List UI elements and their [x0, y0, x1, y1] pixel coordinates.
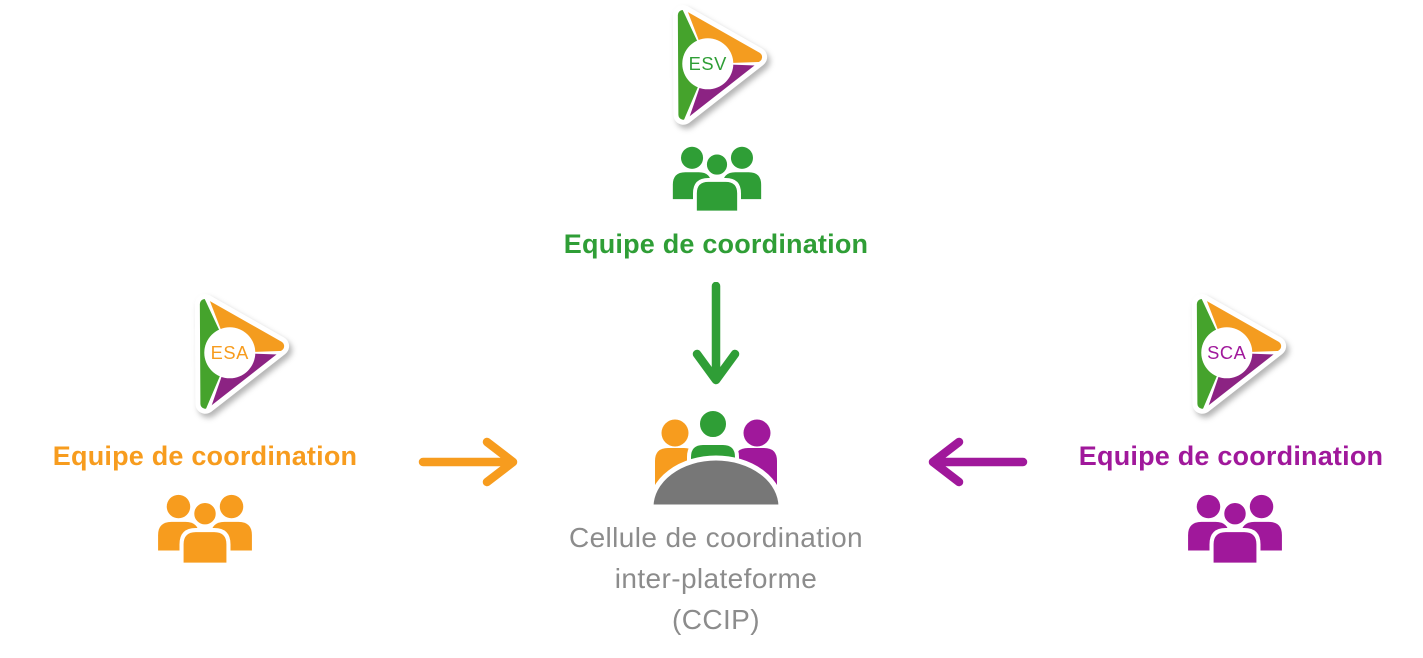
- esa-people-group-icon: [158, 494, 252, 563]
- esv-to-ccip-arrow-down-icon: [692, 282, 740, 385]
- esa-logo: ESA: [181, 294, 293, 416]
- ccip-meeting-table-icon: [649, 407, 783, 506]
- logo-circle: [1201, 327, 1253, 379]
- meeting-table: [649, 455, 783, 506]
- ccip-label: Cellule de coordination inter-plateforme…: [516, 517, 916, 640]
- ccip-label-line1: Cellule de coordination: [568, 522, 864, 553]
- esv-people-group-icon: [672, 146, 762, 211]
- ccip-label-line3: (CCIP): [672, 604, 760, 635]
- esv-logo: ESV: [659, 5, 771, 127]
- ccip-label-line2: inter-plateforme: [614, 563, 818, 594]
- logo-circle: [682, 38, 734, 90]
- esa-logo-label: ESA: [211, 342, 250, 363]
- sca-logo-label: SCA: [1207, 342, 1247, 363]
- esa-to-ccip-arrow-right-icon: [418, 437, 518, 487]
- esv-team-label: Equipe de coordination: [563, 229, 869, 259]
- sca-team-label: Equipe de coordination: [1078, 441, 1384, 471]
- sca-to-ccip-arrow-left-icon: [928, 437, 1028, 487]
- esv-logo-label: ESV: [689, 53, 728, 74]
- sca-people-group-icon: [1188, 494, 1282, 563]
- logo-circle: [204, 327, 256, 379]
- sca-logo: SCA: [1178, 294, 1290, 416]
- esa-team-label: Equipe de coordination: [52, 441, 358, 471]
